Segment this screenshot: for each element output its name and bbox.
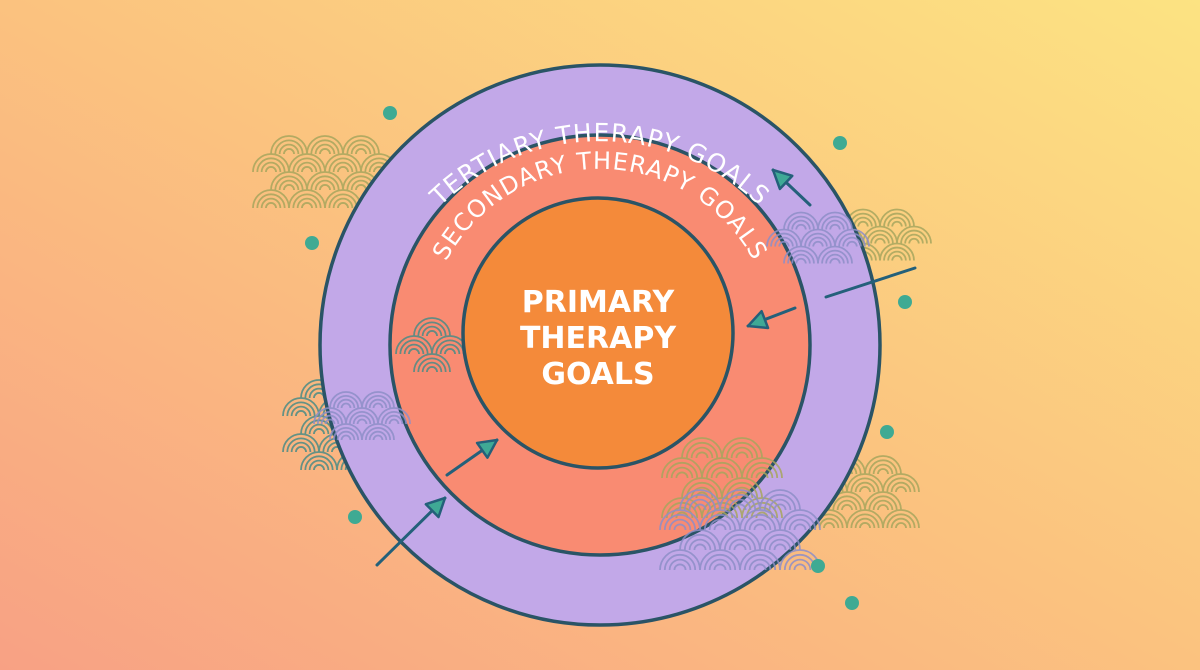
seigaiha-wave-icon xyxy=(659,489,821,571)
dots xyxy=(305,106,912,610)
arrow-icon xyxy=(746,306,797,330)
wave-pattern-front xyxy=(313,211,870,571)
seigaiha-wave-icon xyxy=(766,211,870,264)
primary-core xyxy=(461,196,735,470)
arrow-icon xyxy=(771,168,812,207)
primary-label-line-3: GOALS xyxy=(541,357,654,392)
seigaiha-wave-icon xyxy=(252,135,398,209)
dot-icon xyxy=(845,596,859,610)
arrows xyxy=(375,168,917,567)
dot-icon xyxy=(833,136,847,150)
primary-label-line-2: THERAPY xyxy=(520,321,677,356)
arrow-icon xyxy=(375,496,447,567)
dot-icon xyxy=(880,425,894,439)
dot-icon xyxy=(348,510,362,524)
dot-icon xyxy=(383,106,397,120)
seigaiha-wave-icon xyxy=(313,391,411,441)
primary-label-line-1: PRIMARY xyxy=(522,285,676,320)
dot-icon xyxy=(811,559,825,573)
dot-icon xyxy=(305,236,319,250)
primary-core-label: PRIMARY THERAPY GOALS xyxy=(520,285,677,392)
pointer-line xyxy=(824,266,917,299)
arrow-icon xyxy=(445,438,499,477)
dot-icon xyxy=(898,295,912,309)
seigaiha-wave-icon xyxy=(395,317,469,373)
